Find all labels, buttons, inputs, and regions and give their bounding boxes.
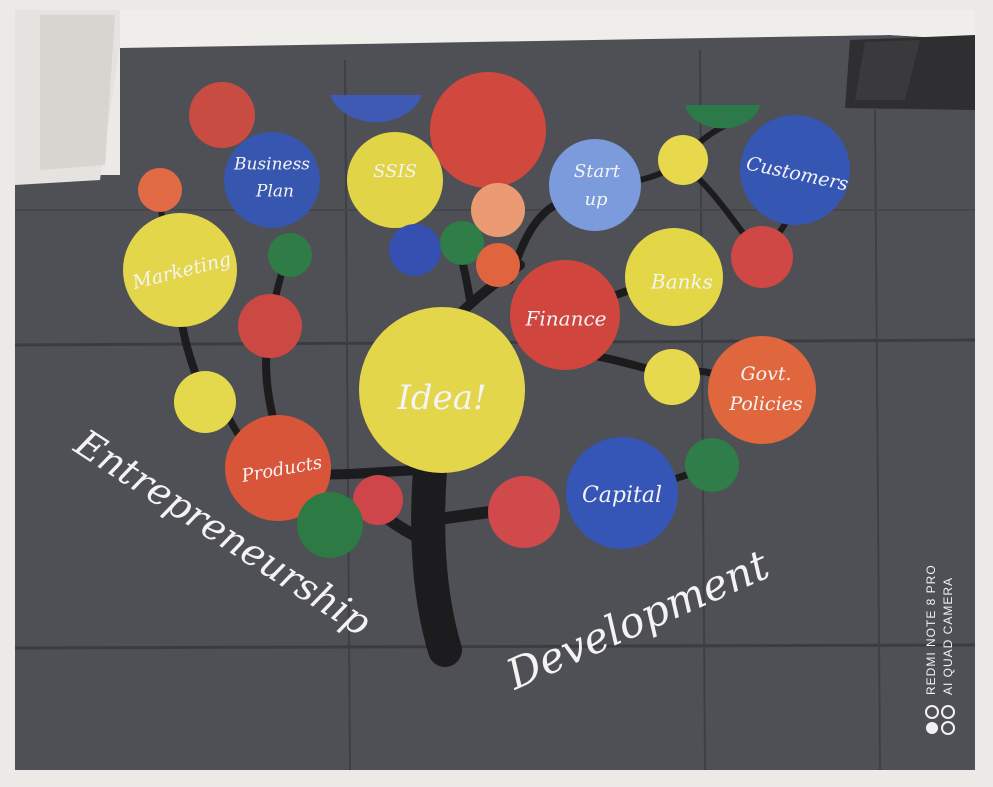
finance-circle: Finance	[510, 260, 620, 370]
start-up-label-2: up	[584, 189, 608, 210]
circle-green-right	[685, 438, 739, 492]
watermark-line-1: REDMI NOTE 8 PRO	[924, 564, 938, 695]
marketing-circle: Marketing	[123, 213, 237, 327]
capital-circle: Capital	[566, 437, 678, 549]
circle-yellow-small-right	[644, 349, 700, 405]
circle-green-left	[268, 233, 312, 277]
circle-top-red	[189, 82, 255, 148]
circle-top-red-big	[430, 72, 546, 188]
circle-top-green	[685, 105, 760, 129]
finance-label: Finance	[525, 307, 607, 331]
camera-logo-icon	[925, 705, 955, 735]
circle-green-bottom-left	[297, 492, 363, 558]
business-plan-label-2: Plan	[255, 182, 294, 202]
govt-policies-circle: Govt. Policies	[708, 336, 816, 444]
circle-red-bottom-small	[353, 475, 403, 525]
govt-policies-label-2: Policies	[728, 393, 803, 415]
circle-red-right	[731, 226, 793, 288]
ssis-circle: SSIS	[347, 132, 443, 228]
ssis-label: SSIS	[373, 161, 417, 182]
circle-red-left	[238, 294, 302, 358]
start-up-circle: Start up	[549, 139, 641, 231]
idea-circle: Idea!	[359, 307, 525, 473]
products-circle: Products	[225, 415, 331, 521]
circle-small-orange-left	[138, 168, 182, 212]
customers-circle: Customers	[740, 115, 850, 225]
govt-policies-label-1: Govt.	[740, 363, 791, 385]
circle-yellow-small-top	[658, 135, 708, 185]
banks-label: Banks	[650, 270, 713, 294]
start-up-label-1: Start	[574, 161, 621, 182]
circle-top-blue	[330, 95, 422, 123]
wall-edge	[15, 10, 975, 185]
circle-orange-small-center	[476, 243, 520, 287]
business-plan-circle: Business Plan	[224, 132, 320, 228]
circle-peach	[471, 183, 525, 237]
capital-label: Capital	[582, 483, 662, 508]
circle-red-bottom	[488, 476, 560, 548]
circle-blue-small	[389, 224, 441, 276]
circle-green-small-center	[440, 221, 484, 265]
idea-label: Idea!	[396, 378, 486, 418]
watermark-line-2: AI QUAD CAMERA	[941, 577, 955, 695]
business-plan-label-1: Business	[233, 155, 310, 175]
banks-circle: Banks	[625, 228, 723, 326]
camera-watermark: REDMI NOTE 8 PRO AI QUAD CAMERA	[924, 564, 955, 735]
circle-yellow-left	[174, 371, 236, 433]
